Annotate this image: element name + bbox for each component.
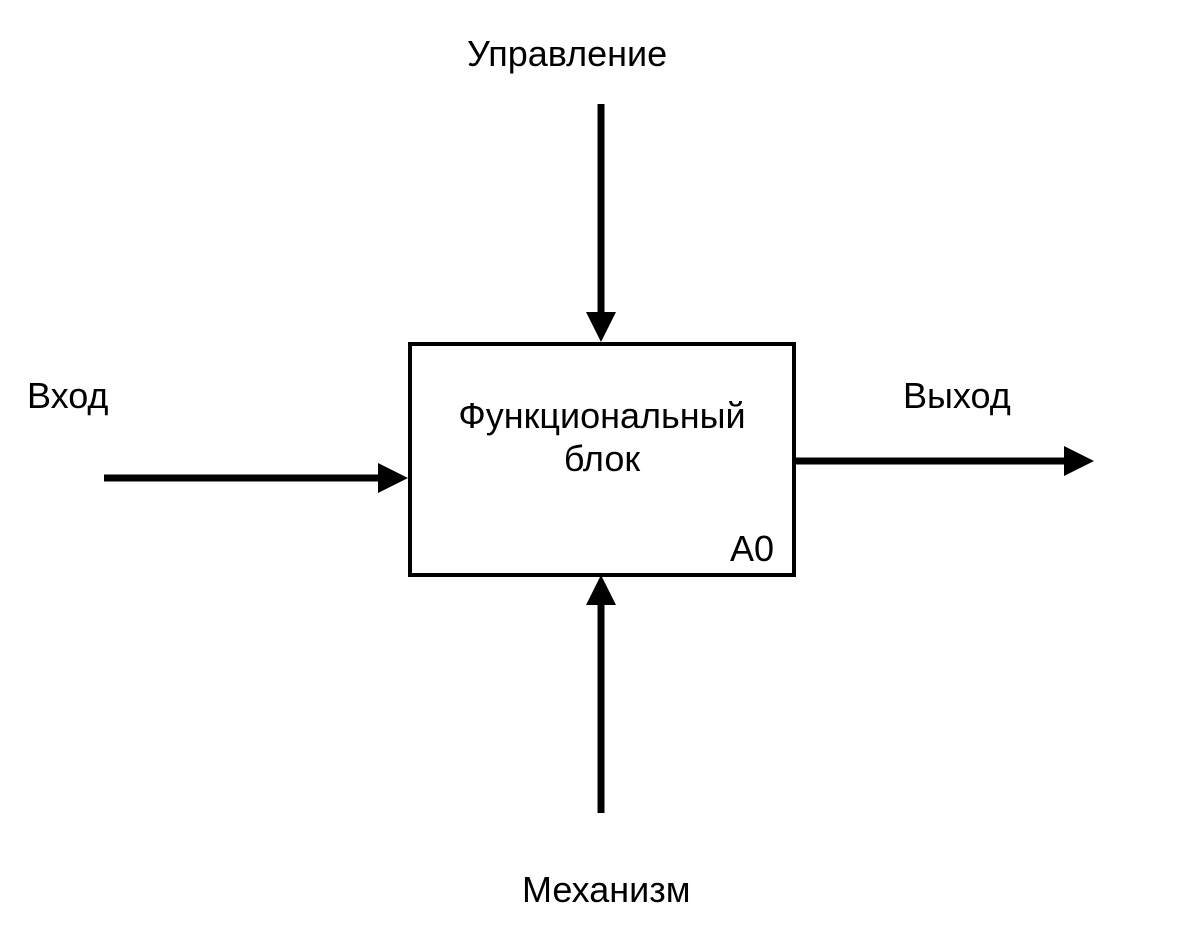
mechanism-arrow bbox=[586, 575, 616, 813]
mechanism-label: Механизм bbox=[522, 869, 691, 910]
control-label: Управление bbox=[467, 33, 668, 74]
function-block-title-line2: блок bbox=[563, 438, 641, 480]
output-arrowhead bbox=[1064, 446, 1094, 476]
function-block: Функциональный блок A0 bbox=[408, 342, 796, 577]
output-label: Выход bbox=[903, 375, 1011, 416]
function-block-title-line1: Функциональный bbox=[458, 395, 746, 436]
mechanism-arrowhead bbox=[586, 575, 616, 605]
input-arrow bbox=[104, 463, 408, 493]
function-block-id: A0 bbox=[729, 528, 774, 569]
control-arrow bbox=[586, 104, 616, 342]
input-arrowhead bbox=[378, 463, 408, 493]
function-block-title: Функциональный блок bbox=[412, 394, 792, 480]
input-label: Вход bbox=[27, 375, 109, 416]
control-arrowhead bbox=[586, 312, 616, 342]
output-arrow bbox=[792, 446, 1094, 476]
